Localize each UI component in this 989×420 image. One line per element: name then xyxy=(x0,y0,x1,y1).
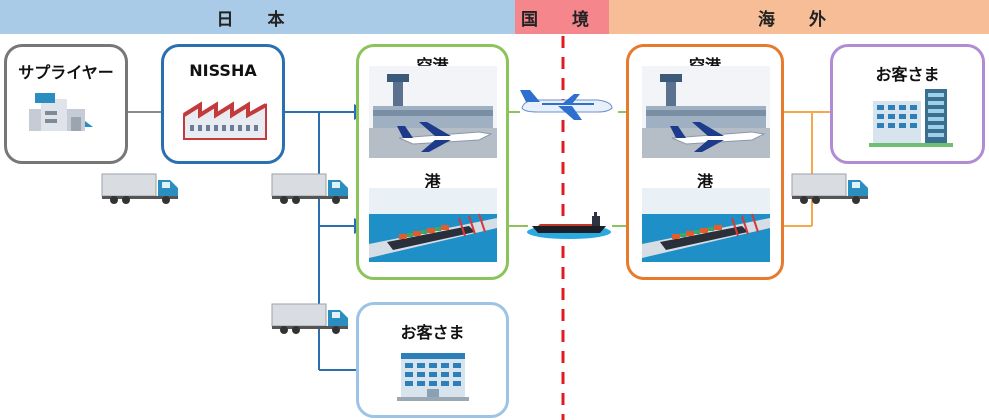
port-os-label: 港 xyxy=(696,172,713,191)
factory-icon xyxy=(29,93,93,131)
border-band: 国 境 xyxy=(515,0,609,34)
truck-icon xyxy=(101,173,178,204)
customer-jp-label: お客さま xyxy=(400,323,465,342)
supplier-label: サプライヤー xyxy=(18,63,114,82)
border-label: 国 境 xyxy=(521,9,603,30)
office-building-icon xyxy=(869,89,953,147)
japan-band: 日 本 xyxy=(0,0,515,34)
port-jp-label: 港 xyxy=(424,172,441,191)
customer-jp-node: お客さま xyxy=(356,302,509,418)
japan-label: 日 本 xyxy=(216,9,299,30)
supplier-node: サプライヤー xyxy=(4,44,128,164)
nissha-node: NISSHA xyxy=(161,44,285,164)
truck-icon xyxy=(271,173,348,204)
factory-icon xyxy=(182,101,267,140)
truck-icon xyxy=(791,173,868,204)
overseas-label: 海 外 xyxy=(758,9,840,30)
customer-os-node: お客さま xyxy=(830,44,985,164)
airport-icon xyxy=(369,66,497,158)
airplane-icon xyxy=(520,90,613,120)
overseas-band: 海 外 xyxy=(609,0,989,34)
ship-icon xyxy=(527,212,611,239)
airport-icon xyxy=(642,66,770,158)
customer-os-label: お客さま xyxy=(875,65,940,84)
office-building-icon xyxy=(397,353,469,401)
container-ship-icon xyxy=(369,188,497,262)
container-ship-icon xyxy=(642,188,770,262)
truck-icon xyxy=(271,303,348,334)
nissha-label: NISSHA xyxy=(189,61,257,80)
